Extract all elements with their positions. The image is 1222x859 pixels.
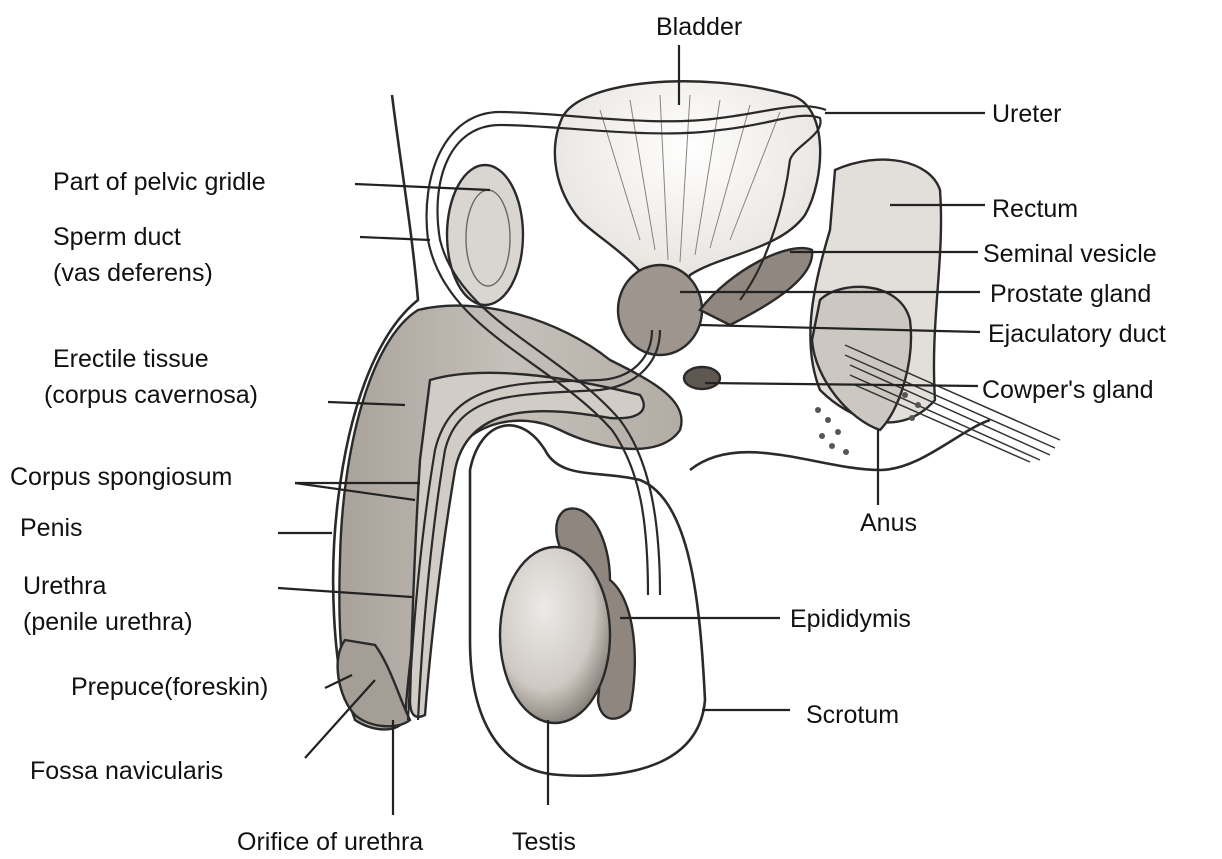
label-pelvic-girdle: Part of pelvic gridle <box>53 168 266 196</box>
label-orifice-of-urethra: Orifice of urethra <box>237 828 423 856</box>
label-erectile-line2: (corpus cavernosa) <box>44 381 258 409</box>
label-fossa-navicularis: Fossa navicularis <box>30 757 223 785</box>
label-prepuce: Prepuce(foreskin) <box>71 673 268 701</box>
label-epididymis: Epididymis <box>790 605 911 633</box>
label-urethra-line1: Urethra <box>23 572 106 600</box>
label-sperm-duct-line1: Sperm duct <box>53 223 181 251</box>
label-prostate-gland: Prostate gland <box>990 280 1151 308</box>
perineum-outline <box>690 420 990 470</box>
label-rectum: Rectum <box>992 195 1078 223</box>
label-ureter: Ureter <box>992 100 1061 128</box>
label-urethra-line2: (penile urethra) <box>23 608 193 636</box>
label-scrotum: Scrotum <box>806 701 899 729</box>
label-erectile-line1: Erectile tissue <box>53 345 209 373</box>
label-bladder: Bladder <box>656 13 742 41</box>
pelvic-girdle <box>447 165 523 305</box>
label-corpus-spongiosum: Corpus spongiosum <box>10 463 232 491</box>
label-testis: Testis <box>512 828 576 856</box>
leader-sperm-duct <box>360 237 430 240</box>
label-ejaculatory-duct: Ejaculatory duct <box>988 320 1166 348</box>
testis <box>500 547 610 723</box>
label-seminal-vesicle: Seminal vesicle <box>983 240 1157 268</box>
label-cowpers-gland: Cowper's gland <box>982 376 1154 404</box>
leader-cowpers <box>705 383 978 386</box>
label-anus: Anus <box>860 509 917 537</box>
label-penis: Penis <box>20 514 83 542</box>
label-sperm-duct-line2: (vas deferens) <box>53 259 213 287</box>
cowpers-gland <box>684 367 720 389</box>
